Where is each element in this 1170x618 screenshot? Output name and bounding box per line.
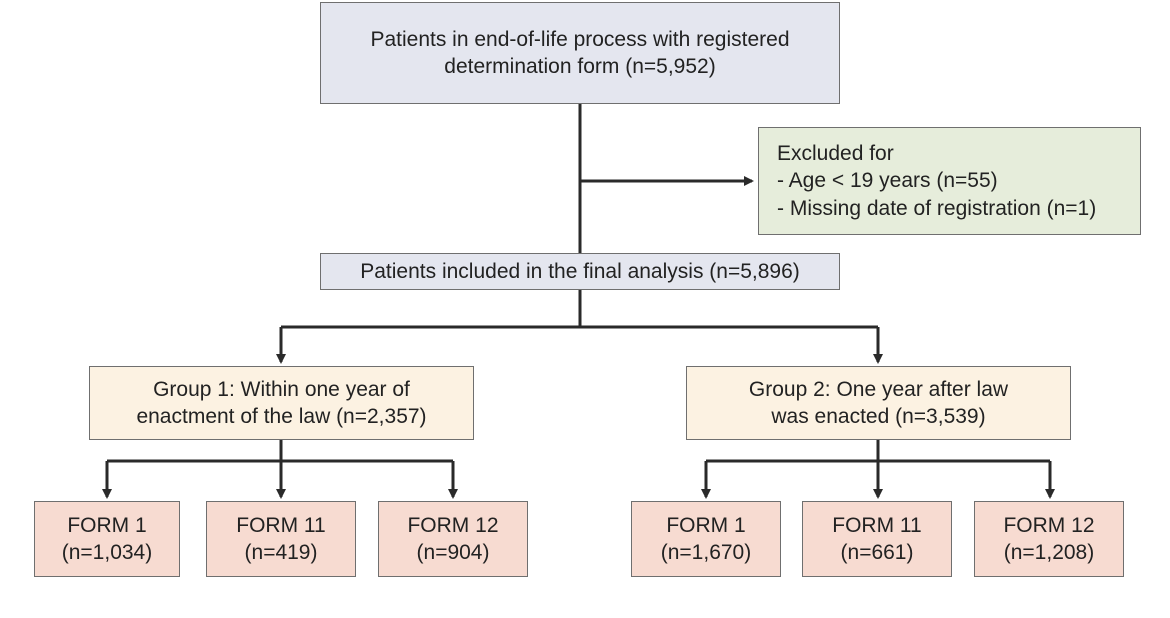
group2-form1-box: FORM 1 (n=1,670) (631, 501, 781, 577)
form-name: FORM 12 (1003, 513, 1095, 537)
excluded-line1: Excluded for (777, 142, 894, 166)
form-name: FORM 11 (236, 513, 326, 537)
included-patients-text: Patients included in the final analysis … (360, 259, 800, 283)
group1-form11-box: FORM 11 (n=419) (206, 501, 356, 577)
form-count: (n=661) (840, 541, 914, 564)
group2-form12-box: FORM 12 (n=1,208) (974, 501, 1124, 577)
excluded-box: Excluded for - Age < 19 years (n=55) - M… (758, 127, 1141, 235)
excluded-line3: - Missing date of registration (n=1) (777, 196, 1097, 220)
group1-form1-box: FORM 1 (n=1,034) (34, 501, 180, 577)
registered-patients-line2: determination form (n=5,952) (444, 55, 716, 78)
group2-box: Group 2: One year after law was enacted … (686, 366, 1071, 440)
form-name: FORM 12 (407, 513, 499, 537)
group1-line1: Group 1: Within one year of (153, 377, 410, 401)
group1-line2: enactment of the law (n=2,357) (136, 405, 427, 428)
registered-patients-line1: Patients in end-of-life process with reg… (370, 27, 790, 51)
group1-box: Group 1: Within one year of enactment of… (89, 366, 474, 440)
form-name: FORM 11 (832, 513, 922, 537)
form-count: (n=904) (416, 541, 490, 564)
group2-form11-box: FORM 11 (n=661) (802, 501, 952, 577)
included-patients-box: Patients included in the final analysis … (320, 253, 840, 290)
group2-line1: Group 2: One year after law (748, 377, 1009, 401)
form-name: FORM 1 (67, 513, 147, 537)
excluded-line2: - Age < 19 years (n=55) (777, 169, 998, 193)
registered-patients-box: Patients in end-of-life process with reg… (320, 2, 840, 104)
group2-line2: was enacted (n=3,539) (771, 405, 986, 428)
form-count: (n=1,034) (61, 541, 153, 564)
form-count: (n=1,208) (1003, 541, 1095, 564)
form-name: FORM 1 (666, 513, 746, 537)
group1-form12-box: FORM 12 (n=904) (378, 501, 528, 577)
form-count: (n=1,670) (660, 541, 752, 564)
form-count: (n=419) (244, 541, 318, 564)
